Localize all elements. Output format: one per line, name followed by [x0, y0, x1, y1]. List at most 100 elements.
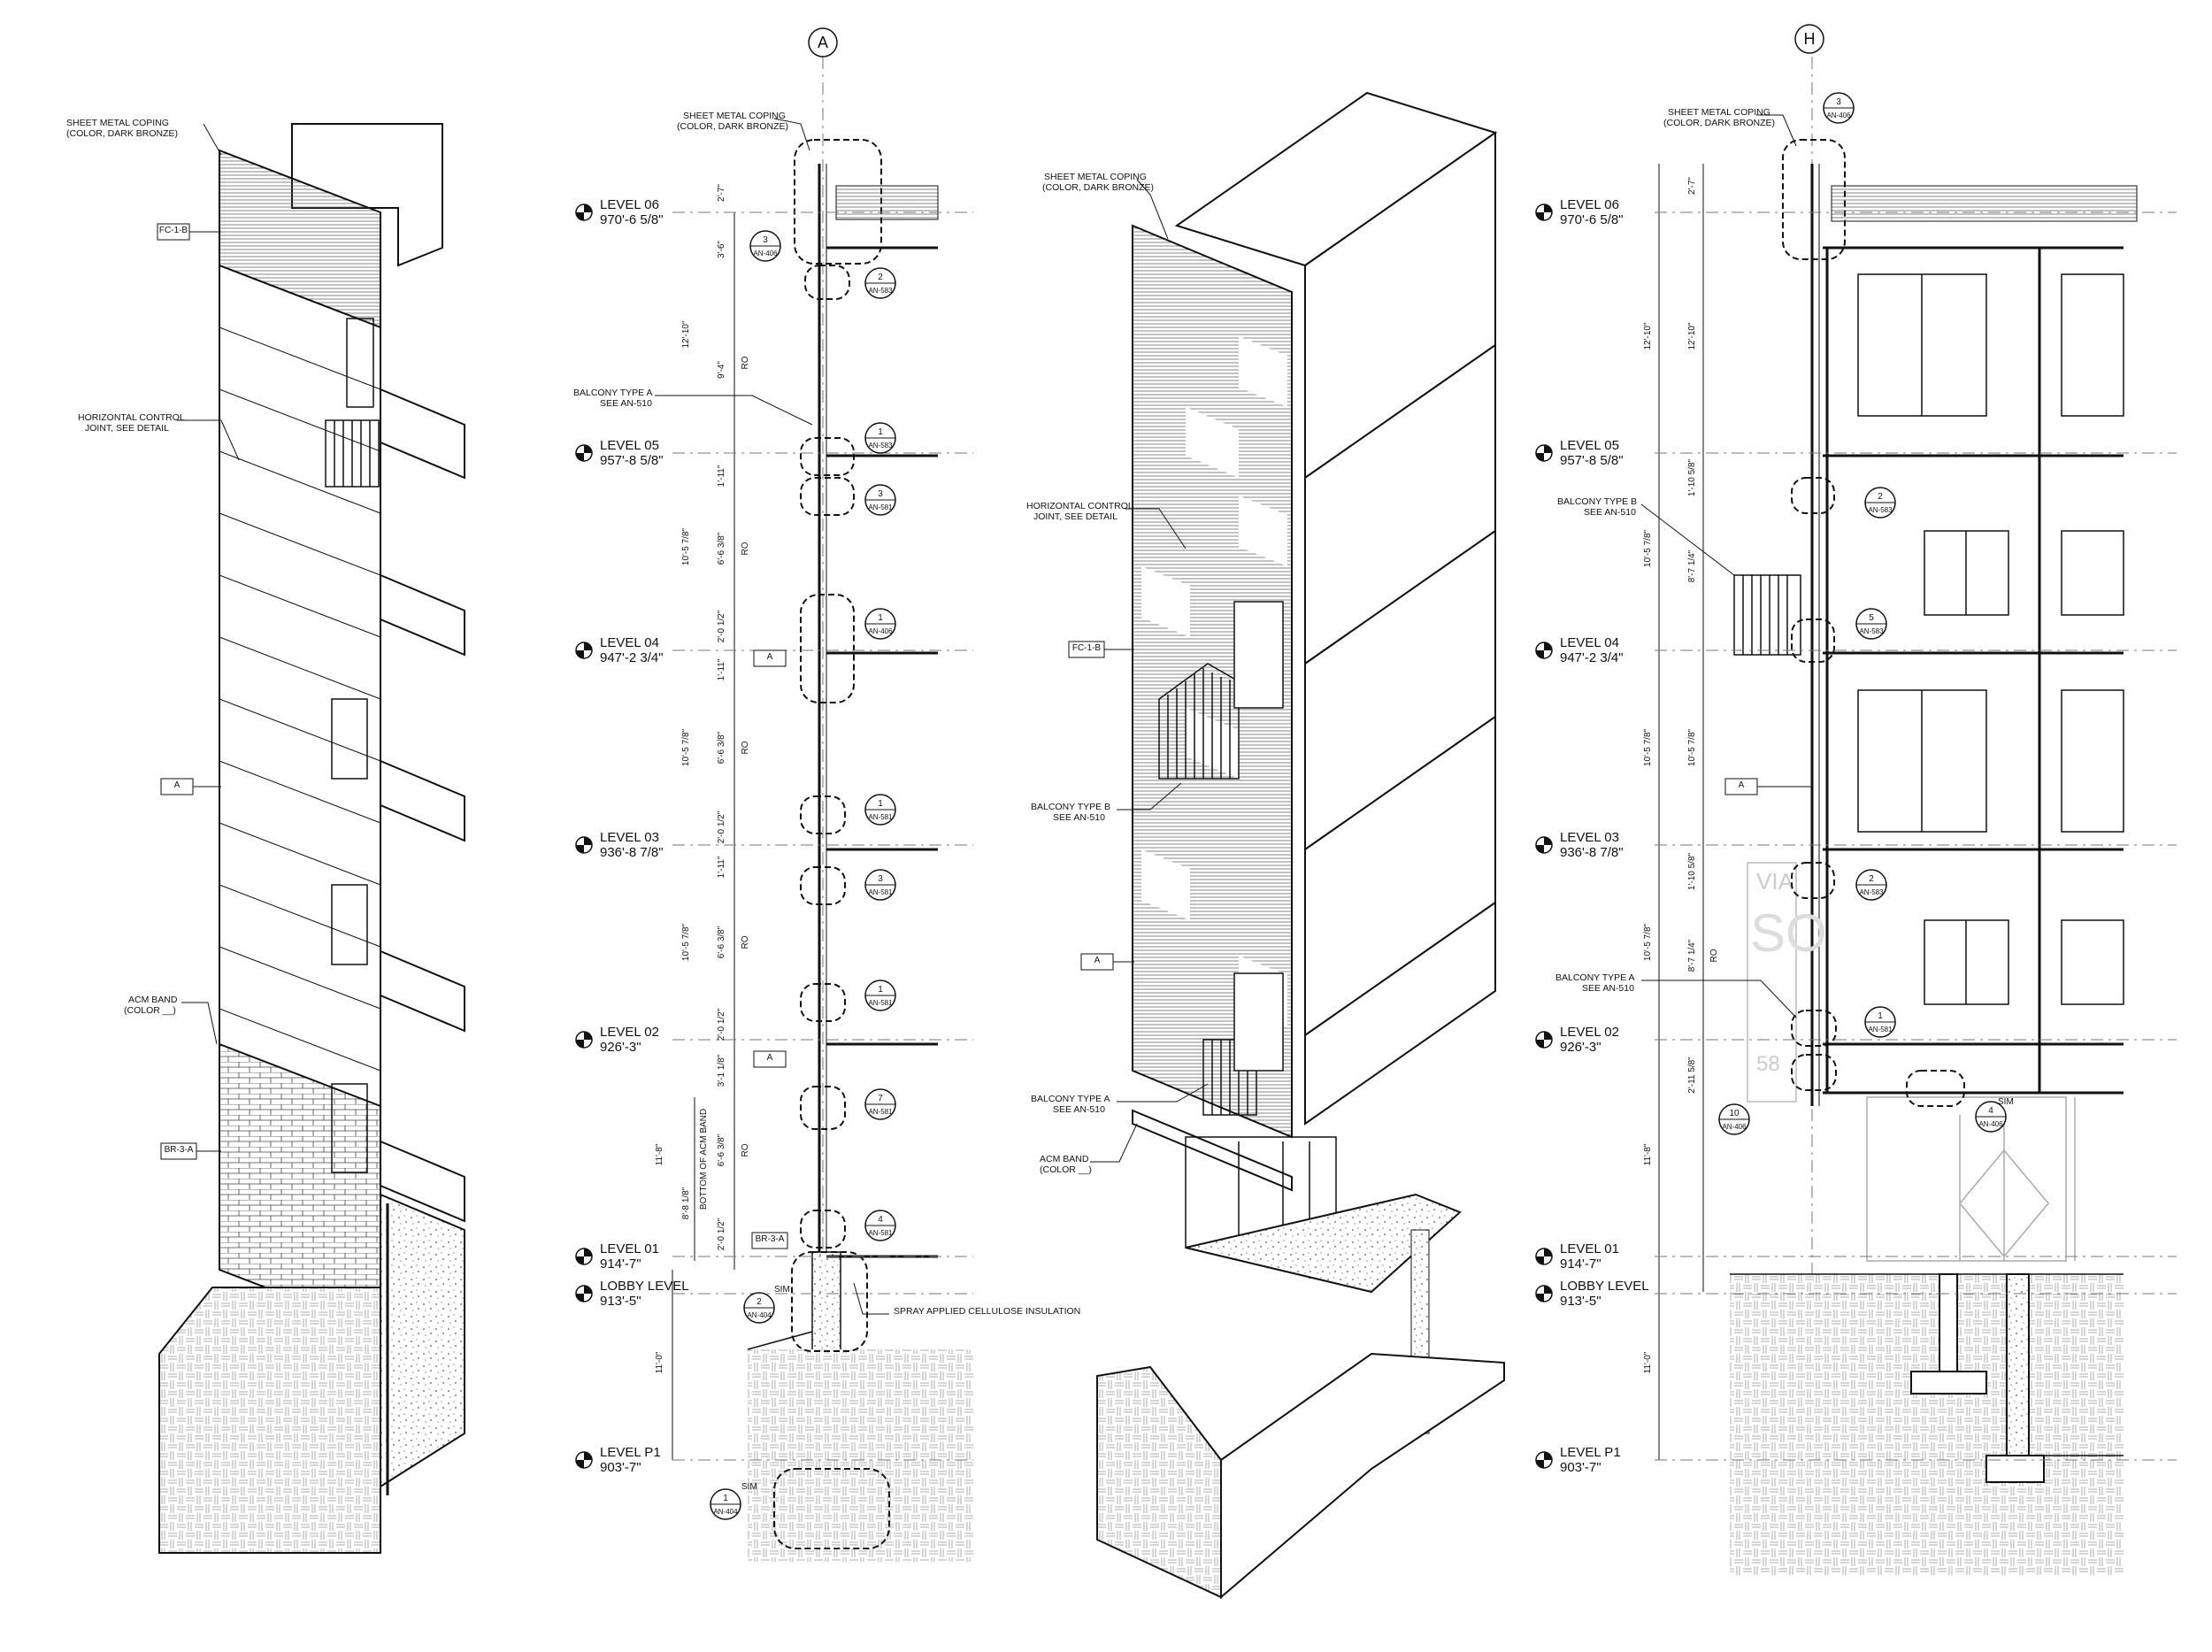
dim-h-21158: 2'-11 5/8": [1687, 1057, 1697, 1094]
dim-a-2012d: 2'-0 1/2": [717, 1218, 726, 1250]
detail-callout-sheet-16: AN-581: [1868, 1026, 1893, 1033]
note-balca-h-l1: BALCONY TYPE A: [1555, 972, 1635, 983]
tag-a-sh-text: A: [1739, 780, 1745, 790]
section-h-level-name-4: LEVEL 02: [1560, 1025, 1619, 1040]
detail-callout-num-14: 5: [1869, 613, 1874, 623]
section-a-level-name-3: LEVEL 03: [600, 830, 659, 845]
dim-a-1057c: 10'-5 7/8": [681, 923, 691, 961]
detail-callout-num-17: 10: [1729, 1109, 1740, 1118]
detail-callout-13: 2AN-583: [1864, 487, 1896, 519]
dimensions-section-a: 2'-7" 3'-6" 12'-10" 9'-4" RO 1'-11" 10'-…: [655, 184, 750, 1374]
detail-callout-sheet-3: AN-581: [868, 503, 893, 511]
detail-callout-10: 2AN-404: [743, 1292, 775, 1324]
note-coping-h: SHEET METAL COPING (COLOR, DARK BRONZE): [1663, 107, 1797, 147]
dim-a-bottom-acm: BOTTOM OF ACM BAND: [699, 1109, 709, 1210]
section-h-level-name-1: LEVEL 05: [1560, 438, 1619, 453]
detail-callout-num-12: 3: [1836, 97, 1841, 107]
grid-bubble-a: A: [808, 27, 838, 58]
note-coping-left-l2: (COLOR, DARK BRONZE): [66, 128, 178, 139]
detail-callout-num-3: 3: [878, 489, 883, 499]
sim-label-3: SIM: [1998, 1097, 2014, 1107]
dim-a-2012b: 2'-0 1/2": [717, 811, 726, 843]
dim-a-8818: 8'-8 1/8": [681, 1187, 691, 1219]
dim-a-638c: 6'-6 3/8": [717, 926, 726, 958]
detail-callout-sheet-4: AN-406: [868, 627, 893, 635]
note-coping-a: SHEET METAL COPING (COLOR, DARK BRONZE): [677, 111, 810, 151]
tag-a2-section-a: A: [753, 1050, 787, 1068]
tag-a-ra-text: A: [1094, 956, 1101, 965]
section-h-level-name-6: LOBBY LEVEL: [1560, 1279, 1649, 1294]
dim-a-ro3: RO: [741, 741, 750, 754]
note-balcony-a-l2: SEE AN-510: [600, 398, 652, 409]
note-spray-insulation: SPRAY APPLIED CELLULOSE INSULATION: [853, 1282, 1080, 1317]
right-axon-view: [1096, 91, 1505, 1600]
dim-h-8714b: 8'-7 1/4": [1687, 939, 1697, 972]
dim-h-11058a: 1'-10 5/8": [1687, 458, 1697, 496]
dim-a-3118: 3'-1 1/8": [717, 1054, 726, 1087]
sim-label-1: SIM: [774, 1285, 790, 1295]
dim-a-638d: 6'-6 3/8": [717, 1133, 726, 1166]
dim-a-36: 3'-6": [717, 241, 726, 258]
dim-h-1057a: 10'-5 7/8": [1643, 529, 1653, 567]
dim-a-27: 2'-7": [717, 184, 726, 202]
detail-callout-num-1: 2: [878, 273, 883, 282]
detail-callout-num-11: 1: [723, 1494, 728, 1503]
detail-callout-num-7: 1: [878, 985, 883, 995]
sign-number-text: 58: [1756, 1052, 1780, 1076]
section-h-level-name-0: LEVEL 06: [1560, 197, 1619, 212]
dim-a-638a: 6'-6 3/8": [717, 532, 726, 565]
tag-a-sa2-text: A: [767, 1053, 773, 1063]
section-h-level-name-7: LEVEL P1: [1560, 1445, 1621, 1460]
tag-a-section-h: A: [1724, 778, 1812, 795]
dim-h-1210b: 12'-10": [1687, 322, 1697, 350]
note-hcj-left: HORIZONTAL CONTROL JOINT, SEE DETAIL: [78, 412, 240, 461]
note-coping-ra-l2: (COLOR, DARK BRONZE): [1042, 182, 1154, 193]
detail-callout-12: 3AN-406: [1823, 92, 1855, 124]
note-hcj-left-l2: JOINT, SEE DETAIL: [85, 423, 169, 434]
dimensions-section-h: 2'-7" 12'-10" 12'-10" 1'-10 5/8" 10'-5 7…: [1643, 177, 1719, 1374]
section-a-level-name-6: LOBBY LEVEL: [600, 1279, 689, 1294]
detail-callout-16: 1AN-581: [1864, 1006, 1896, 1038]
detail-callout-15: 2AN-583: [1855, 869, 1887, 901]
detail-callout-num-4: 1: [878, 613, 883, 623]
detail-callout-11: 1AN-404: [710, 1488, 741, 1520]
dim-a-ro2: RO: [741, 542, 750, 555]
dim-a-2012a: 2'-0 1/2": [717, 610, 726, 642]
section-h-level-name-5: LEVEL 01: [1560, 1241, 1619, 1256]
detail-callout-sheet-8: AN-581: [868, 1108, 893, 1116]
note-balcony-a: BALCONY TYPE A SEE AN-510: [573, 388, 813, 426]
note-coping-left: SHEET METAL COPING (COLOR, DARK BRONZE): [66, 118, 222, 156]
section-a-level-elev-6: 913'-5": [600, 1294, 641, 1309]
detail-callout-2: 1AN-583: [864, 422, 896, 454]
note-acm-ra-l1: ACM BAND: [1040, 1154, 1089, 1164]
detail-callout-9: 4AN-581: [864, 1210, 896, 1241]
section-h-level-elev-3: 936'-8 7/8": [1560, 845, 1624, 860]
tag-br3a-section-a: BR-3-A: [751, 1232, 788, 1249]
section-a-level-name-7: LEVEL P1: [600, 1445, 661, 1460]
tag-fc1b-right-axon: FC-1-B: [1068, 641, 1134, 658]
section-h-level-name-3: LEVEL 03: [1560, 830, 1619, 845]
section-a-level-elev-7: 903'-7": [600, 1460, 641, 1475]
detail-callout-6: 3AN-581: [864, 869, 896, 901]
dim-a-118: 11'-8": [655, 1143, 664, 1165]
tag-fc1b-left-text: FC-1-B: [159, 226, 188, 235]
detail-callout-num-16: 1: [1878, 1011, 1883, 1021]
dim-a-111c: 1'-11": [717, 856, 726, 878]
sign-so-text: SO: [1750, 903, 1827, 963]
section-h-level-elev-7: 903'-7": [1560, 1460, 1601, 1475]
note-balcony-a-l1: BALCONY TYPE A: [573, 388, 653, 398]
note-coping-a-l2: (COLOR, DARK BRONZE): [677, 121, 788, 132]
note-balcony-a-right-axon: BALCONY TYPE A SEE AN-510: [1031, 1083, 1209, 1115]
dim-a-ro1: RO: [741, 356, 750, 369]
